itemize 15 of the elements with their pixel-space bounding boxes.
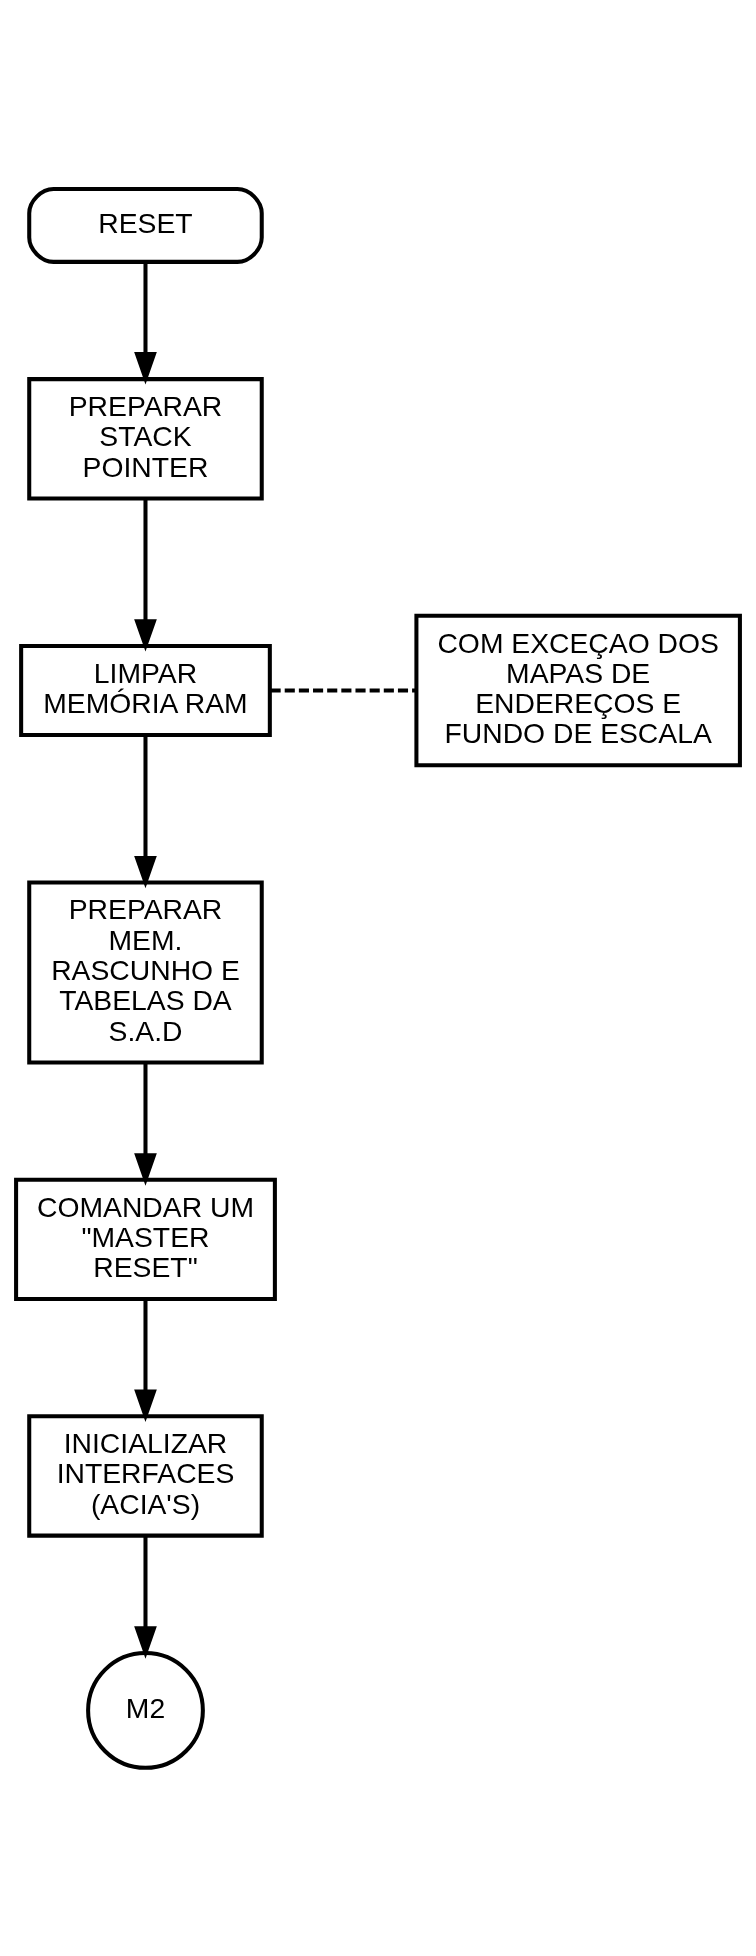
arrow bbox=[134, 734, 157, 888]
arrow bbox=[134, 261, 157, 384]
node-box: RESET bbox=[27, 186, 264, 264]
node-box: COMANDAR UM "MASTER RESET" bbox=[14, 1177, 277, 1301]
arrow bbox=[134, 1535, 157, 1659]
arrow bbox=[134, 1062, 157, 1186]
arrow bbox=[134, 498, 157, 652]
node-box: LIMPAR MEMÓRIA RAM bbox=[19, 643, 272, 737]
node-box: PREPARAR MEM. RASCUNHO E TABELAS DA S.A.D bbox=[27, 880, 264, 1065]
node-box: INICIALIZAR INTERFACES (ACIA'S) bbox=[27, 1413, 264, 1538]
node-circle: M2 bbox=[86, 1650, 205, 1770]
connector bbox=[270, 688, 416, 693]
arrow bbox=[134, 1299, 157, 1422]
node-box: COM EXCEÇAO DOS MAPAS DE ENDEREÇOS E FUNDO DE ESCALA bbox=[414, 613, 742, 767]
node-box: PREPARAR STACK POINTER bbox=[27, 376, 264, 500]
